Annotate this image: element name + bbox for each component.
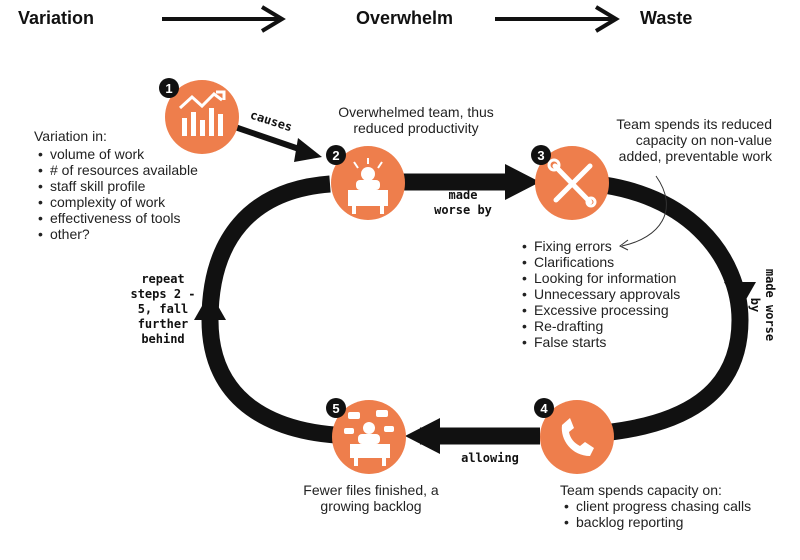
header-arrow-2 bbox=[495, 5, 620, 33]
made-worse-by-top-label: made worse by bbox=[434, 188, 492, 217]
step-4-caption: Team spends capacity on: client progress… bbox=[560, 482, 790, 530]
header-arrow-1 bbox=[162, 5, 286, 33]
step-4-caption-item: client progress chasing calls bbox=[564, 498, 790, 514]
arrowhead-right-down bbox=[724, 282, 756, 310]
step-1-number: 1 bbox=[165, 81, 172, 96]
waste-list: Fixing errors Clarifications Looking for… bbox=[518, 238, 718, 350]
stressed-worker-icon bbox=[348, 158, 388, 214]
step-5-number: 5 bbox=[332, 401, 339, 416]
variation-item: volume of work bbox=[38, 146, 234, 162]
variation-item: # of resources available bbox=[38, 162, 234, 178]
busy-worker-icon bbox=[344, 410, 394, 466]
step-3-node: 3 bbox=[531, 145, 609, 220]
waste-item: Re-drafting bbox=[522, 318, 718, 334]
phone-icon bbox=[561, 418, 594, 456]
variation-item: complexity of work bbox=[38, 194, 234, 210]
step-4-caption-item: backlog reporting bbox=[564, 514, 790, 530]
tools-icon bbox=[547, 158, 597, 208]
stage-overwhelm-heading: Overwhelm bbox=[356, 8, 454, 28]
allowing-label: allowing bbox=[461, 451, 519, 465]
made-worse-by-right-label: made worse by bbox=[748, 268, 777, 342]
step-1-node: 1 bbox=[159, 78, 239, 154]
stage-waste-heading: Waste bbox=[640, 8, 693, 28]
waste-item: Excessive processing bbox=[522, 302, 718, 318]
causes-label: causes bbox=[248, 108, 294, 135]
stage-variation-heading: Variation bbox=[18, 8, 95, 28]
variation-item: effectiveness of tools bbox=[38, 210, 234, 226]
arrowhead-to-3 bbox=[505, 164, 540, 200]
step-5-caption: Fewer files finished, a growing backlog bbox=[303, 482, 439, 514]
step-4-number: 4 bbox=[540, 401, 548, 416]
arrowhead-to-5 bbox=[405, 418, 440, 454]
causes-arrow bbox=[231, 123, 322, 162]
step-3-caption: Team spends its reduced capacity on non-… bbox=[616, 116, 772, 164]
waste-item: Unnecessary approvals bbox=[522, 286, 718, 302]
step-2-number: 2 bbox=[332, 148, 339, 163]
arrowhead-left-up bbox=[194, 292, 226, 320]
step-4-node: 4 bbox=[534, 398, 614, 474]
step-5-node: 5 bbox=[326, 398, 406, 474]
repeat-label: repeat steps 2 - 5, fall further behind bbox=[130, 272, 196, 346]
step-3-number: 3 bbox=[537, 148, 544, 163]
step-2-node: 2 bbox=[326, 145, 405, 220]
step-4-caption-title: Team spends capacity on: bbox=[560, 482, 722, 498]
variation-item: staff skill profile bbox=[38, 178, 234, 194]
waste-item: False starts bbox=[522, 334, 718, 350]
step-2-caption: Overwhelmed team, thus reduced productiv… bbox=[338, 104, 494, 136]
waste-item: Clarifications bbox=[522, 254, 718, 270]
rising-chart-icon bbox=[178, 90, 226, 136]
waste-item: Looking for information bbox=[522, 270, 718, 286]
waste-item: Fixing errors bbox=[522, 238, 718, 254]
variation-item: other? bbox=[38, 226, 234, 242]
variation-title: Variation in: bbox=[34, 128, 107, 144]
variation-list: Variation in: volume of work # of resour… bbox=[34, 128, 234, 242]
